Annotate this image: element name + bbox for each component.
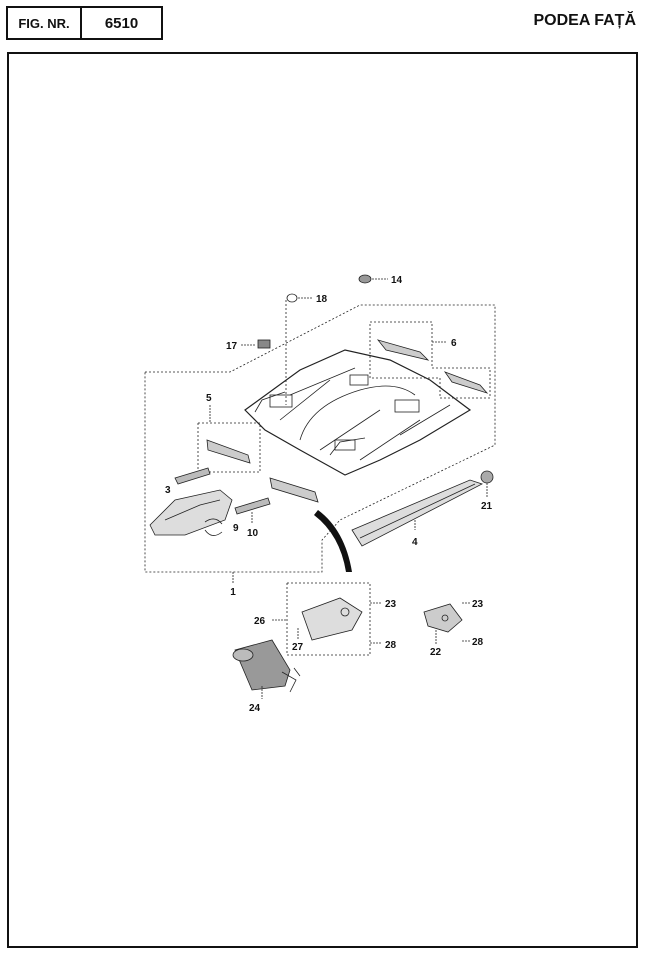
arrow-9 xyxy=(204,518,223,536)
callout-4: 4 xyxy=(412,537,418,548)
callout-23a: 23 xyxy=(385,599,397,610)
figure-number-box: FIG. NR. 6510 xyxy=(6,6,163,40)
figure-number: 6510 xyxy=(104,14,139,32)
diagram-frame xyxy=(7,52,638,948)
rail-10 xyxy=(234,497,271,515)
floor-panel xyxy=(244,349,472,476)
rail-upper xyxy=(174,467,211,485)
callout-9: 9 xyxy=(233,523,239,534)
grommet-14 xyxy=(358,274,372,284)
tunnel-part-3 xyxy=(149,489,233,536)
bracket-6a xyxy=(376,339,430,361)
callout-22: 22 xyxy=(430,647,442,658)
callout-1: 1 xyxy=(230,587,236,598)
cap-21 xyxy=(480,470,494,484)
page-title: PODEA FAȚĂ xyxy=(533,12,636,29)
assembly-outline xyxy=(144,304,496,573)
callout-5: 5 xyxy=(206,393,212,404)
extinguisher-24 xyxy=(234,639,291,691)
bracket-5 xyxy=(206,439,251,464)
callout-26: 26 xyxy=(254,616,266,627)
jack-bracket-26 xyxy=(301,597,363,641)
cross-member xyxy=(269,477,319,503)
callout-14: 14 xyxy=(391,275,403,286)
callout-10: 10 xyxy=(247,528,259,539)
callout-28a: 28 xyxy=(385,640,397,651)
side-sill-4 xyxy=(351,479,484,547)
callout-labels: 1 3 4 5 6 9 10 14 17 18 21 22 23 23 24 2… xyxy=(165,275,493,714)
callout-24: 24 xyxy=(249,703,261,714)
callout-27: 27 xyxy=(292,642,304,653)
plug-18 xyxy=(286,293,298,303)
mount-plate-22 xyxy=(423,603,463,633)
figure-label: FIG. NR. xyxy=(8,8,82,38)
callout-3: 3 xyxy=(165,485,171,496)
callout-23b: 23 xyxy=(472,599,484,610)
bracket-6b xyxy=(443,371,489,394)
callout-28b: 28 xyxy=(472,637,484,648)
clip-17 xyxy=(257,339,271,349)
direction-arrow xyxy=(314,510,352,572)
callout-17: 17 xyxy=(226,341,238,352)
callout-21: 21 xyxy=(481,501,493,512)
callout-18: 18 xyxy=(316,294,328,305)
callout-6: 6 xyxy=(451,338,457,349)
